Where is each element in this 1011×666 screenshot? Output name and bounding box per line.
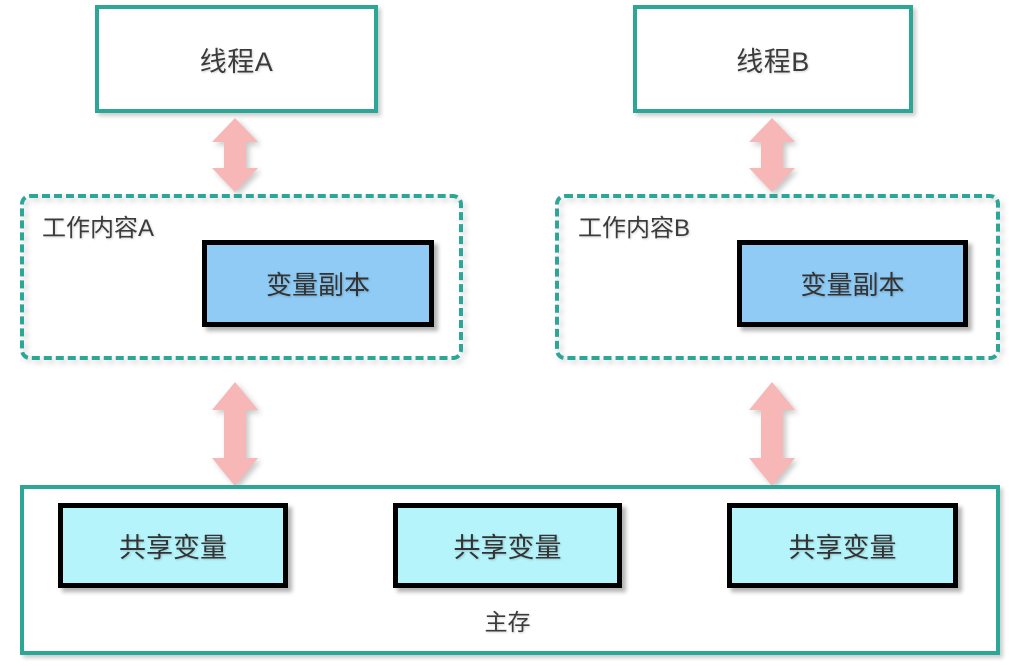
variable-copy-box-b[interactable]: 变量副本 bbox=[737, 240, 968, 327]
work-memory-label-b: 工作内容B bbox=[578, 215, 691, 242]
thread-label-b: 线程B bbox=[736, 46, 810, 77]
shared-variable-box-3[interactable]: 共享变量 bbox=[727, 503, 958, 588]
main-memory-label: 主存 bbox=[484, 609, 531, 635]
shared-variable-label-1: 共享变量 bbox=[119, 533, 227, 563]
variable-copy-label-a: 变量副本 bbox=[265, 270, 370, 300]
thread-box-a[interactable]: 线程A bbox=[95, 5, 378, 113]
shared-variable-label-3: 共享变量 bbox=[788, 533, 897, 563]
double-arrow-vertical-icon-thread-b bbox=[745, 116, 799, 194]
work-memory-box-b[interactable] bbox=[555, 194, 1000, 360]
double-arrow-vertical-icon-main-memory-b bbox=[745, 380, 799, 488]
shared-variable-label-2: 共享变量 bbox=[453, 533, 562, 563]
work-memory-label-a: 工作内容A bbox=[42, 215, 155, 242]
thread-box-b[interactable]: 线程B bbox=[633, 5, 913, 113]
work-memory-box-a[interactable] bbox=[20, 194, 463, 360]
double-arrow-vertical-icon-main-memory-a bbox=[208, 380, 262, 488]
variable-copy-box-a[interactable]: 变量副本 bbox=[202, 240, 434, 327]
shared-variable-box-1[interactable]: 共享变量 bbox=[58, 503, 288, 588]
shared-variable-box-2[interactable]: 共享变量 bbox=[393, 503, 622, 588]
thread-label-a: 线程A bbox=[199, 46, 274, 77]
double-arrow-vertical-icon-thread-a bbox=[208, 116, 262, 194]
variable-copy-label-b: 变量副本 bbox=[800, 270, 905, 300]
